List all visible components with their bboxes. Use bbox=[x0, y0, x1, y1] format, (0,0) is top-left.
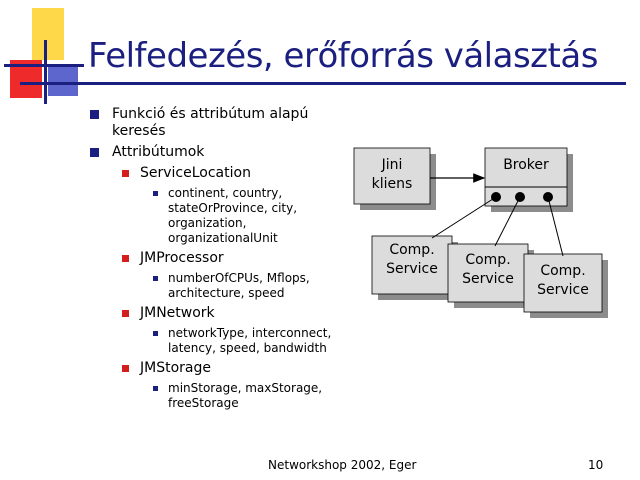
square-bullet-icon bbox=[90, 148, 99, 157]
attribute-detail-text: networkType, interconnect, latency, spee… bbox=[168, 326, 332, 355]
attribute-detail: networkType, interconnect, latency, spee… bbox=[90, 326, 350, 356]
comp1-label-line2: Service bbox=[386, 261, 438, 277]
broker-to-comp1-line bbox=[431, 196, 497, 239]
jini-label-line2: kliens bbox=[371, 176, 413, 192]
attribute-detail: numberOfCPUs, Mflops, architecture, spee… bbox=[90, 271, 350, 301]
small-bullet-icon bbox=[153, 276, 158, 281]
bullet-text: Funkció és attribútum alapú keresés bbox=[112, 106, 309, 139]
attribute-item: JMProcessor bbox=[90, 250, 350, 267]
broker-label: Broker bbox=[503, 157, 549, 173]
comp-service-label-3: Comp. Service bbox=[524, 262, 602, 300]
jini-label-line1: Jini bbox=[381, 157, 403, 173]
attribute-name: JMProcessor bbox=[140, 250, 224, 266]
attribute-name: JMNetwork bbox=[140, 305, 215, 321]
broker-port-dot bbox=[543, 192, 553, 202]
bullet-item: Funkció és attribútum alapú keresés bbox=[90, 106, 350, 140]
attribute-detail: continent, country, stateOrProvince, cit… bbox=[90, 186, 350, 246]
attribute-detail-text: continent, country, stateOrProvince, cit… bbox=[168, 186, 298, 245]
broker-to-comp2-line bbox=[494, 196, 521, 247]
attribute-item: ServiceLocation bbox=[90, 165, 350, 182]
small-bullet-icon bbox=[153, 331, 158, 336]
bullet-text: Attribútumok bbox=[112, 144, 205, 160]
attribute-name: ServiceLocation bbox=[140, 165, 251, 181]
bullet-item: Attribútumok bbox=[90, 144, 350, 161]
small-bullet-icon bbox=[153, 386, 158, 391]
attribute-detail-text: numberOfCPUs, Mflops, architecture, spee… bbox=[168, 271, 310, 300]
attribute-detail: minStorage, maxStorage, freeStorage bbox=[90, 381, 350, 411]
logo-yellow-block bbox=[32, 8, 64, 60]
small-bullet-icon bbox=[153, 191, 158, 196]
square-bullet-icon bbox=[90, 110, 99, 119]
red-bullet-icon bbox=[122, 255, 129, 262]
comp3-label-line2: Service bbox=[537, 282, 589, 298]
comp2-label-line2: Service bbox=[462, 271, 514, 287]
broker-port-dot bbox=[515, 192, 525, 202]
red-bullet-icon bbox=[122, 310, 129, 317]
comp1-label-line1: Comp. bbox=[389, 242, 435, 258]
broker-port-dot bbox=[491, 192, 501, 202]
comp-service-label-1: Comp. Service bbox=[372, 241, 452, 279]
red-bullet-icon bbox=[122, 170, 129, 177]
attribute-detail-text: minStorage, maxStorage, freeStorage bbox=[168, 381, 323, 410]
title-underline bbox=[20, 82, 626, 85]
slide-title: Felfedezés, erőforrás választás bbox=[88, 36, 598, 76]
logo-blue-block bbox=[48, 66, 78, 96]
attribute-item: JMNetwork bbox=[90, 305, 350, 322]
logo-vertical-line bbox=[44, 40, 47, 104]
slide-logo bbox=[4, 8, 84, 104]
attribute-name: JMStorage bbox=[140, 360, 211, 376]
attribute-item: JMStorage bbox=[90, 360, 350, 377]
page-number: 10 bbox=[588, 458, 604, 472]
jini-client-label: Jini kliens bbox=[354, 156, 430, 194]
footer-text: Networkshop 2002, Eger bbox=[268, 458, 417, 472]
red-bullet-icon bbox=[122, 365, 129, 372]
comp-service-label-2: Comp. Service bbox=[448, 251, 528, 289]
broker-to-comp3-line bbox=[547, 196, 564, 257]
comp3-label-line1: Comp. bbox=[540, 263, 586, 279]
slide-content: Funkció és attribútum alapú keresés Attr… bbox=[90, 106, 350, 411]
comp2-label-line1: Comp. bbox=[465, 252, 511, 268]
